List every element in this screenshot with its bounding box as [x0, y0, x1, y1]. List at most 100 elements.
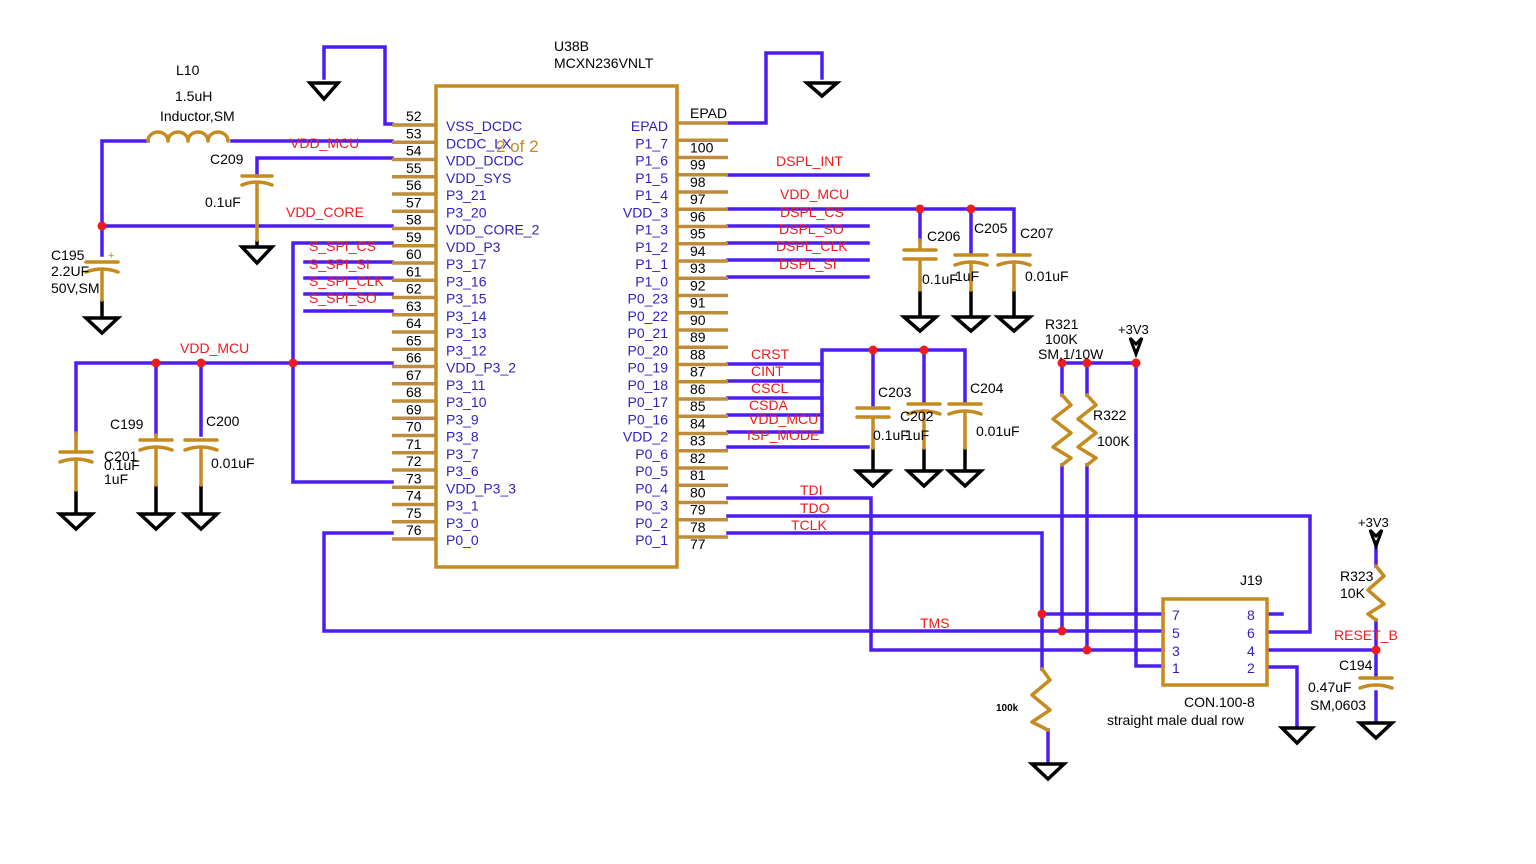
value-c202: 1uF — [905, 427, 929, 443]
j19-pin-3: 3 — [1172, 643, 1180, 659]
chip-pin-number: 75 — [406, 505, 422, 521]
ground-icon — [899, 315, 941, 334]
ref-c195: C195 — [51, 247, 85, 263]
value-c205: 1uF — [955, 268, 979, 284]
chip-pin-number: 53 — [406, 125, 422, 141]
j19-pin-4: 4 — [1247, 643, 1255, 659]
net-vdd-mcu: VDD_MCU — [290, 135, 359, 151]
chip-pin-name: VDD_DCDC — [446, 153, 524, 169]
chip-pin-name: P3_16 — [446, 273, 487, 289]
ref-r321: R321 — [1045, 316, 1079, 332]
chip-pin-number: 52 — [406, 108, 422, 124]
net-s-spi-si: S_SPI_SI — [309, 256, 370, 272]
chip-pin-number: 91 — [690, 295, 706, 311]
chip-pin-name: P3_13 — [446, 325, 487, 341]
chip-pin-number: 58 — [406, 212, 422, 228]
rating-r321: SM,1/10W — [1038, 346, 1104, 362]
ground-icon — [306, 81, 342, 102]
value-c201: 1uF — [104, 471, 128, 487]
chip-part-number: MCXN236VNLT — [554, 55, 654, 71]
chip-pin-number: 97 — [690, 191, 706, 207]
chip-pin-number: 92 — [690, 277, 706, 293]
chip-pin-name: P3_21 — [446, 187, 487, 203]
value-r321: 100K — [1045, 331, 1078, 347]
chip-pin-number: 65 — [406, 332, 422, 348]
desc-j19: straight male dual row — [1107, 712, 1245, 728]
net-cscl: CSCL — [751, 380, 789, 396]
capacitor-c195 — [84, 260, 120, 302]
chip-pin-name: P3_10 — [446, 394, 487, 410]
net-dspl-si: DSPL_SI — [779, 256, 837, 272]
value-c203: 0.1uF — [873, 427, 909, 443]
net-tms: TMS — [920, 615, 950, 631]
chip-pin-name: P0_23 — [628, 291, 669, 307]
capacitor-c204 — [947, 402, 983, 450]
capacitor-c199 — [138, 433, 174, 487]
capacitor-c209 — [240, 174, 274, 242]
junctions — [97, 204, 1381, 655]
value-pulldown: 100k — [996, 703, 1019, 714]
value-c194: 0.47uF — [1308, 679, 1352, 695]
net-s-spi-so: S_SPI_SO — [309, 290, 377, 306]
connector-j19 — [1161, 597, 1269, 687]
ref-c201: C201 — [104, 448, 138, 464]
chip-pin-number: 57 — [406, 194, 422, 210]
capacitor-c194 — [1358, 676, 1394, 690]
chip-pin-number: 59 — [406, 229, 422, 245]
chip-pin-number: 84 — [690, 415, 706, 431]
desc-l10: Inductor,SM — [160, 108, 235, 124]
ref-r323: R323 — [1340, 568, 1374, 584]
ground-icon — [1277, 726, 1317, 746]
chip-pin-number: 90 — [690, 312, 706, 328]
chip-pin-name: VDD_2 — [623, 429, 668, 445]
ref-c199: C199 — [110, 416, 144, 432]
net-tclk: TCLK — [791, 517, 827, 533]
net-s-spi-cs: S_SPI_CS — [309, 238, 376, 254]
chip-pin-number: 77 — [690, 536, 706, 552]
j19-pin-2: 2 — [1247, 660, 1255, 676]
chip-u38b: U38B MCXN236VNLT 2 of 2 52VSS_DCDC53DCDC… — [392, 38, 728, 569]
chip-body — [434, 84, 679, 569]
net-vdd-core: VDD_CORE — [286, 204, 364, 220]
net-3v3: +3V3 — [1358, 515, 1389, 530]
ground-icon — [950, 315, 992, 334]
chip-pin-name: P1_5 — [635, 170, 668, 186]
value-c206: 0.1uF — [922, 271, 958, 287]
chip-pin-name: P3_15 — [446, 291, 487, 307]
chip-pin-name: P1_6 — [635, 153, 668, 169]
chip-pin-name: P0_19 — [628, 360, 669, 376]
chip-pin-name: P0_4 — [635, 480, 668, 496]
resistor-r323 — [1366, 564, 1386, 622]
chip-pin-number: 99 — [690, 157, 706, 173]
chip-pin-number: 86 — [690, 381, 706, 397]
net-vdd-mcu: VDD_MCU — [780, 186, 849, 202]
resistor-r321 — [1051, 393, 1073, 467]
chip-pin-number: 56 — [406, 177, 422, 193]
chip-pin-number: 88 — [690, 346, 706, 362]
ground-icon — [1355, 721, 1397, 741]
net-tdo: TDO — [800, 500, 830, 516]
chip-pin-name: P3_20 — [446, 204, 487, 220]
resistor-pulldown — [1030, 667, 1052, 732]
chip-pin-number: 81 — [690, 467, 706, 483]
capacitor-c203 — [855, 406, 891, 450]
chip-pin-number: 94 — [690, 243, 706, 259]
chip-pin-name: P3_6 — [446, 463, 479, 479]
ref-c203: C203 — [878, 384, 912, 400]
ref-c200: C200 — [206, 413, 240, 429]
value-l10: 1.5uH — [175, 88, 212, 104]
ref-c202: C202 — [900, 408, 934, 424]
net-dspl-int: DSPL_INT — [776, 153, 843, 169]
capacitor-c200 — [183, 438, 219, 487]
chip-pin-number: 82 — [690, 450, 706, 466]
chip-pin-number: 98 — [690, 174, 706, 190]
chip-pin-number: 70 — [406, 419, 422, 435]
j19-pin-5: 5 — [1172, 625, 1180, 641]
right-pin-group: EPADEPAD100P1_799P1_698P1_597P1_496VDD_3… — [623, 105, 728, 552]
chip-pin-number: 67 — [406, 367, 422, 383]
ref-c206: C206 — [927, 228, 961, 244]
ref-c205: C205 — [974, 220, 1008, 236]
net-dspl-clk: DSPL_CLK — [776, 238, 848, 254]
net-dspl-cs: DSPL_CS — [780, 204, 844, 220]
ref-c194: C194 — [1339, 657, 1373, 673]
